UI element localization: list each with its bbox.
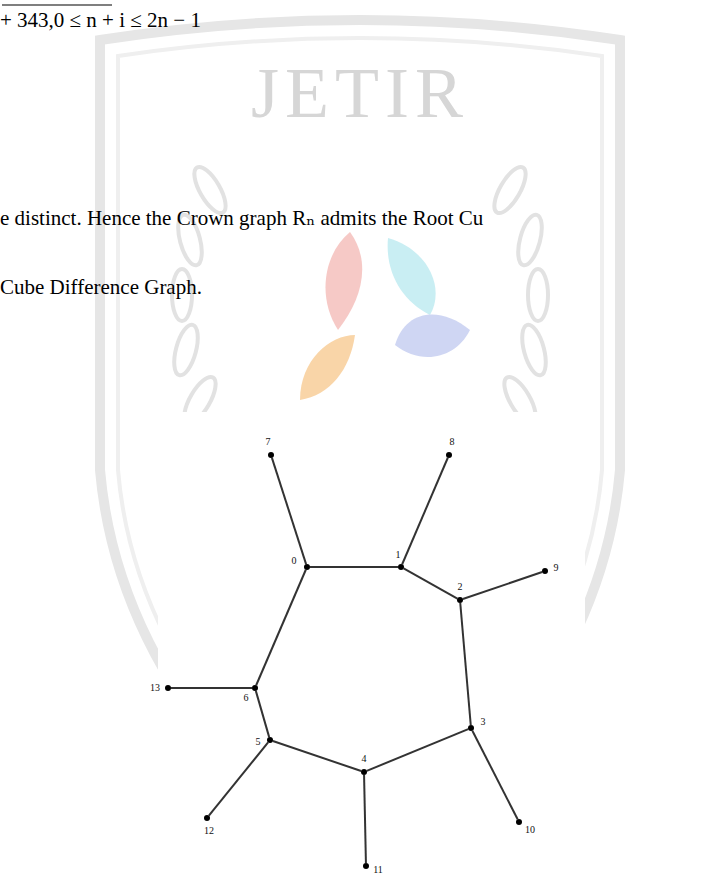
figure-ground: [158, 412, 585, 888]
vertex-label: 10: [525, 825, 535, 835]
graph-edge: [404, 568, 458, 598]
graph-edge: [273, 741, 361, 771]
graph-edge: [472, 731, 517, 820]
vertex-dot: 0: [304, 564, 310, 570]
graph-edge: [272, 458, 306, 564]
graph-edge: [460, 603, 470, 725]
vertex-label: 3: [481, 717, 486, 727]
vertex-dot: 10: [516, 819, 522, 825]
graph-edge: [310, 566, 398, 568]
body-text: Cube Difference Graph.: [0, 275, 202, 300]
graph-edge: [463, 572, 542, 599]
vertex-label: 5: [256, 737, 261, 747]
vertex-label: 2: [458, 582, 463, 592]
vertex-label: 1: [396, 550, 401, 560]
graph-edge: [364, 775, 366, 863]
graph-edge: [256, 570, 306, 685]
vertex-label: 4: [362, 754, 367, 764]
vertex-dot: 1: [398, 564, 404, 570]
vertex-dot: 2: [457, 597, 463, 603]
laurel: [170, 162, 551, 427]
vertex-label: 7: [266, 437, 271, 447]
vertex-dot: 7: [268, 452, 274, 458]
vertex-label: 0: [292, 556, 297, 566]
vertex-dot: 4: [361, 769, 367, 775]
radical-overline: [2, 4, 112, 5]
watermark-text: JETIR: [251, 52, 469, 135]
vertex-dot: 13: [165, 685, 171, 691]
graph-edge: [256, 691, 269, 737]
vertex-dot: 6: [252, 685, 258, 691]
vertex-label: 11: [373, 865, 383, 875]
vertex-label: 12: [204, 826, 214, 836]
vertex-dot: 3: [468, 725, 474, 731]
vertex-dot: 9: [542, 568, 548, 574]
vertex-dot: 12: [204, 815, 210, 821]
formula-text: + 343,0 ≤ n + i ≤ 2n − 1: [0, 8, 201, 33]
vertex-label: 9: [554, 563, 559, 573]
vertex-dot: 11: [363, 863, 369, 869]
vertex-label: 8: [450, 437, 455, 447]
vertex-label: 13: [150, 683, 160, 693]
vertex-dot: 5: [267, 737, 273, 743]
body-text: e distinct. Hence the Crown graph Rₙ adm…: [0, 206, 483, 231]
graph-edge: [209, 742, 268, 815]
vertex-dot: 8: [446, 452, 452, 458]
logo-petals: [300, 232, 470, 400]
graph-edge: [367, 729, 468, 771]
vertex-label: 6: [244, 693, 249, 703]
graph-edge: [171, 687, 252, 689]
graph-edge: [402, 458, 448, 564]
